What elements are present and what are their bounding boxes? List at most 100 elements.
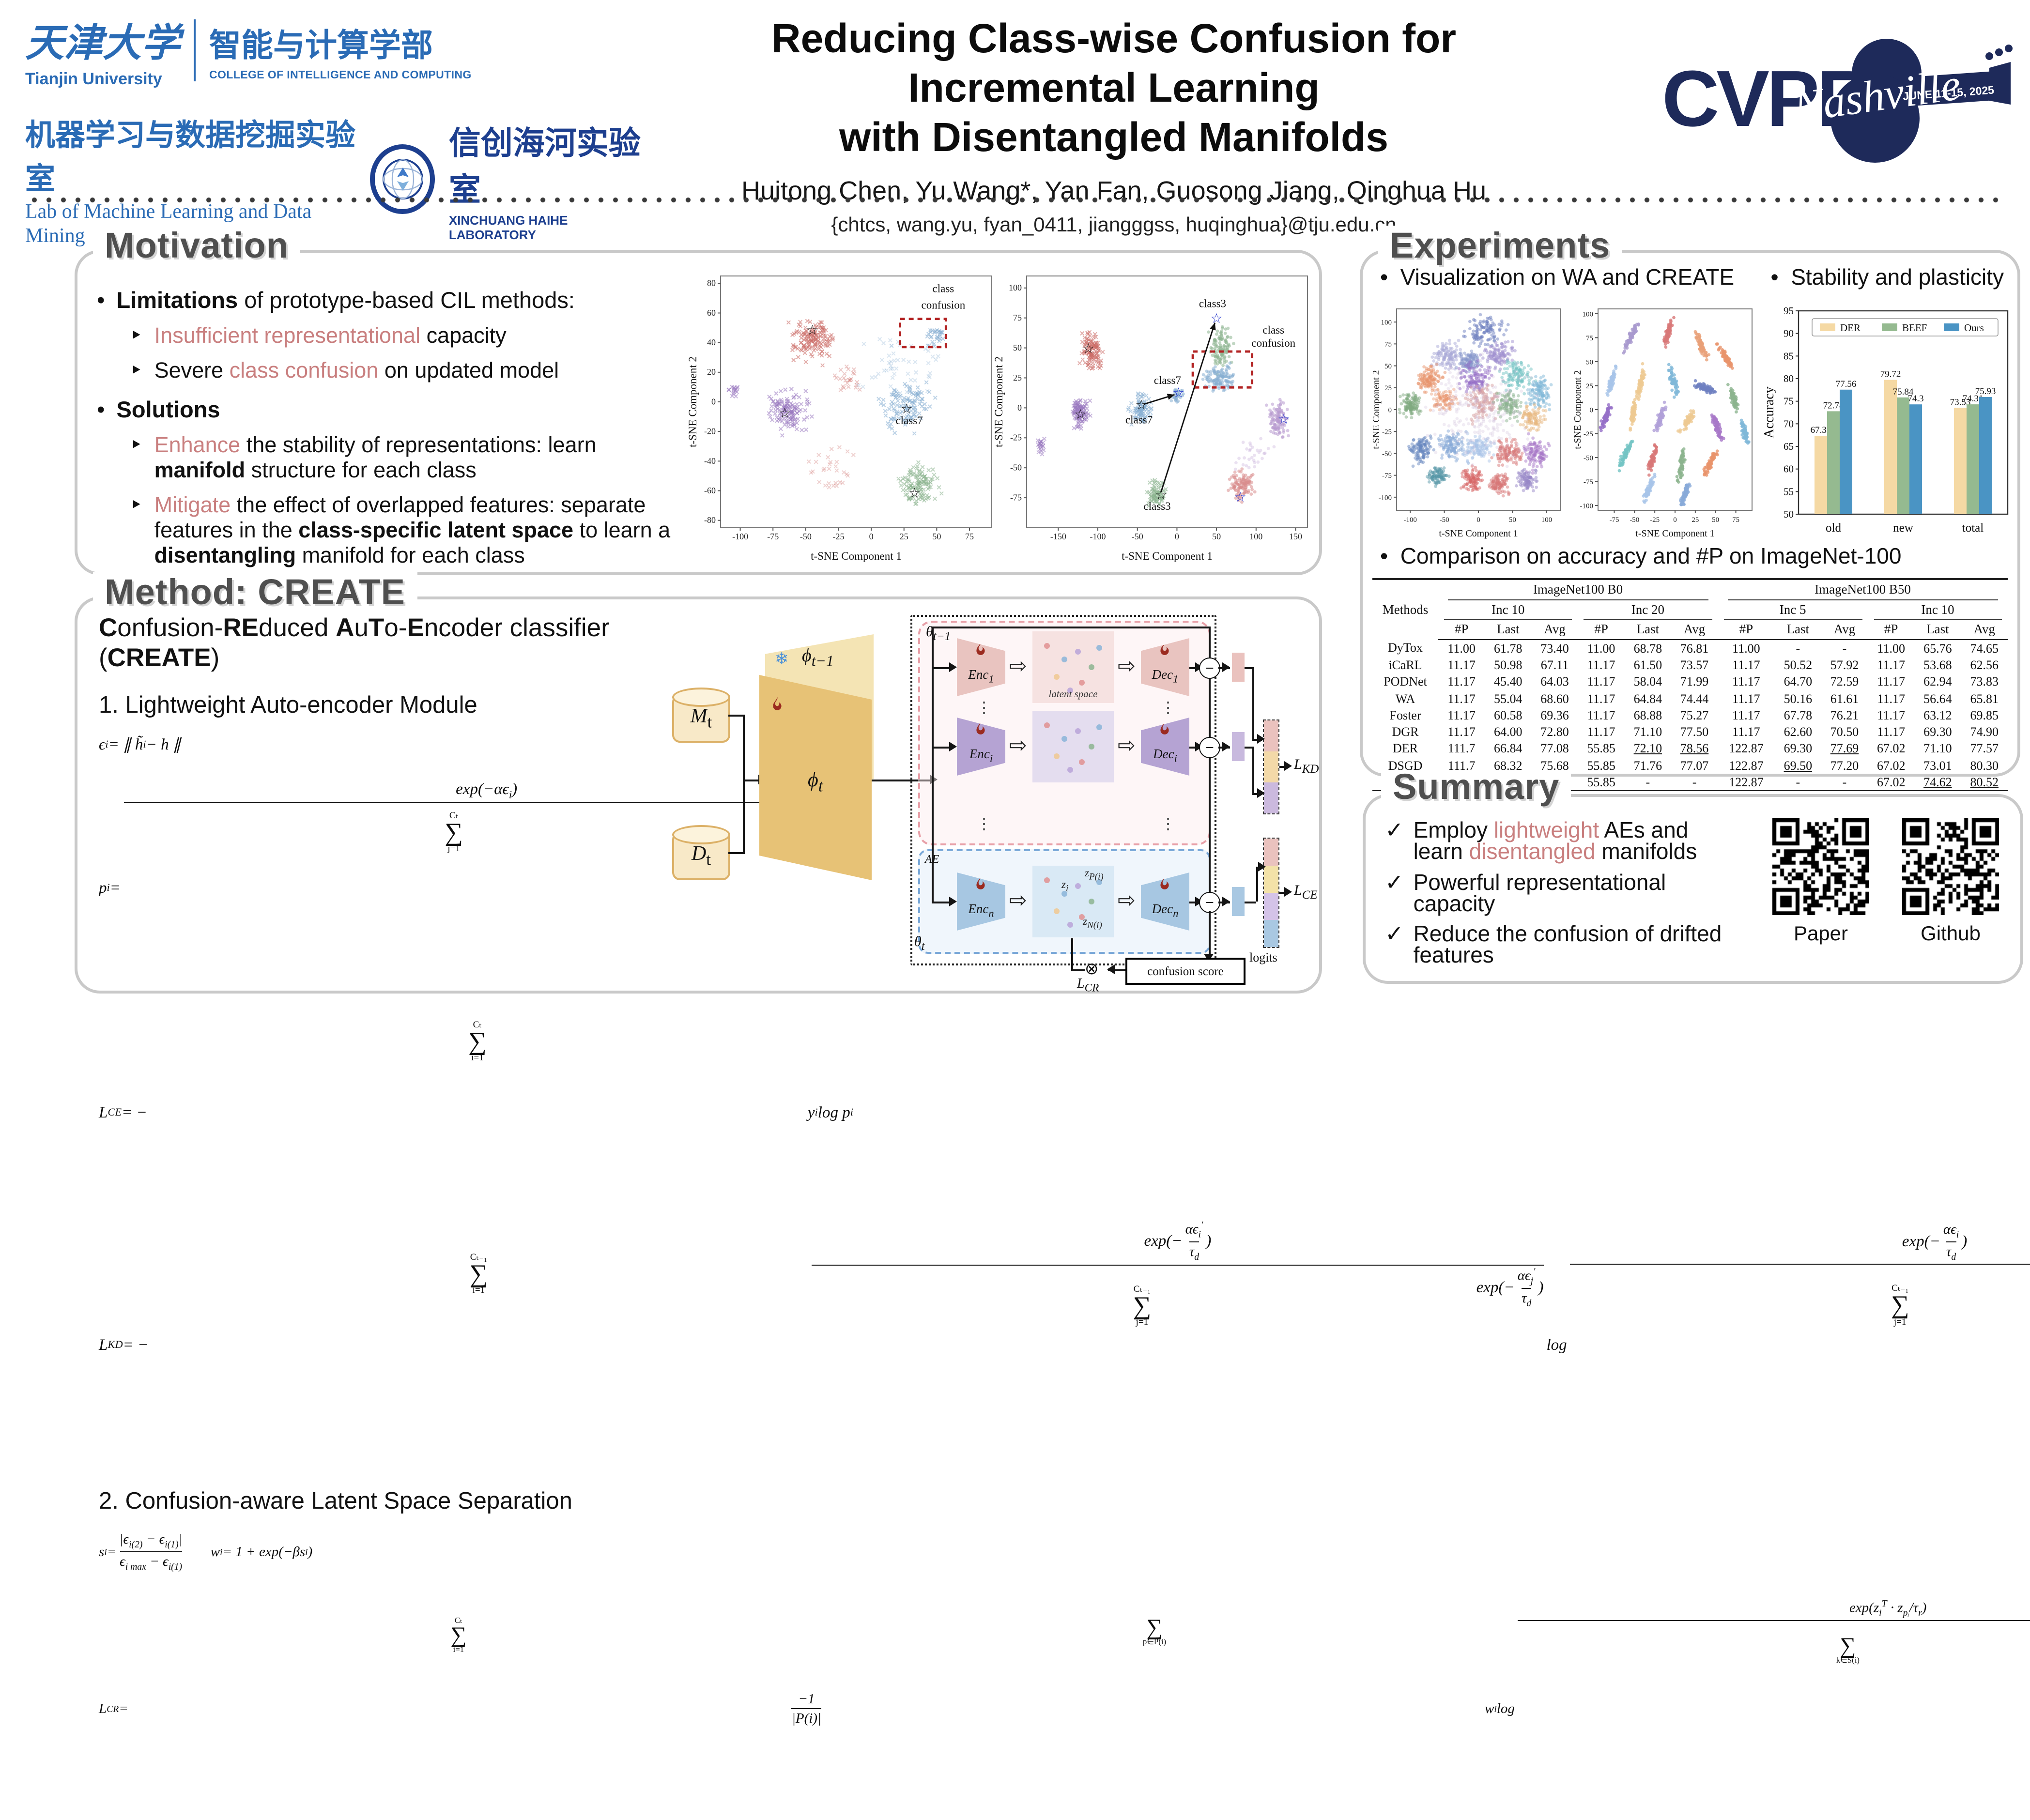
table-cell: 122.87 bbox=[1718, 740, 1775, 757]
table-cell: 71.76 bbox=[1625, 757, 1671, 774]
table-cell: 67.02 bbox=[1868, 740, 1914, 757]
latent-dot bbox=[1044, 643, 1050, 649]
table-cell: 69.36 bbox=[1531, 707, 1578, 724]
vertical-dots: ⋮ bbox=[976, 698, 992, 718]
method-heading: Method: CREATE bbox=[93, 572, 417, 613]
vertical-dots: ⋮ bbox=[1160, 814, 1176, 834]
loss-ce-label: LCE bbox=[1294, 883, 1318, 902]
table-cell: 11.17 bbox=[1718, 657, 1775, 673]
table-cell: 77.57 bbox=[1961, 740, 2008, 757]
logit-segment bbox=[1264, 751, 1278, 782]
latent-dot bbox=[1089, 899, 1094, 904]
text-segment: onfusion- bbox=[117, 613, 223, 642]
decoder-label: Decn bbox=[1141, 902, 1189, 919]
table-cell: 73.40 bbox=[1531, 639, 1578, 657]
table-cell: 62.60 bbox=[1775, 723, 1821, 740]
bullet-text: Enhance the stability of representations… bbox=[154, 433, 688, 483]
table-subgroup-header: Inc 10 bbox=[1438, 600, 1578, 620]
svg-text:90: 90 bbox=[1784, 328, 1794, 339]
svg-text:25: 25 bbox=[1692, 516, 1699, 524]
method-text-column: Confusion-REduced AuTo-Encoder classifie… bbox=[99, 613, 665, 1820]
text-segment: disentangling bbox=[154, 543, 296, 567]
svg-text:-25: -25 bbox=[1010, 433, 1022, 443]
bullet-marker: • bbox=[97, 288, 105, 314]
hollow-arrow-icon: ⇨ bbox=[1118, 735, 1136, 756]
decoder-label: Dec1 bbox=[1141, 667, 1189, 685]
bullet-stability: • Stability and plasticity bbox=[1771, 264, 2004, 291]
poster-title-line1: Reducing Class-wise Confusion for Increm… bbox=[678, 14, 1550, 113]
latent-dot bbox=[1089, 664, 1094, 670]
connector-line bbox=[743, 715, 745, 854]
residual-bar bbox=[1232, 887, 1245, 916]
latent-space-caption: latent space bbox=[1032, 689, 1114, 700]
table-cell: 69.50 bbox=[1775, 757, 1821, 774]
text-segment: Powerful representational capacity bbox=[1414, 869, 1666, 916]
connector-line bbox=[1252, 667, 1254, 739]
text-segment: of prototype-based CIL methods: bbox=[238, 288, 575, 313]
svg-text:class7: class7 bbox=[1154, 374, 1181, 386]
table-cell: 55.85 bbox=[1578, 740, 1625, 757]
haihe-lab-name-cn: 信创海河实验室 bbox=[449, 117, 655, 210]
svg-text:confusion: confusion bbox=[1252, 337, 1296, 349]
table-cell: 76.21 bbox=[1821, 707, 1868, 724]
experiments-section: Experiments • Visualization on WA and CR… bbox=[1360, 250, 2020, 777]
motivation-bullet: • Limitations of prototype-based CIL meth… bbox=[97, 288, 688, 314]
table-cell: 74.44 bbox=[1671, 690, 1718, 707]
table-cell: 11.17 bbox=[1718, 673, 1775, 690]
text-segment: structure for each class bbox=[245, 458, 477, 482]
table-cell: 55.04 bbox=[1485, 690, 1531, 707]
latent-dot bbox=[1067, 922, 1073, 928]
bullet-comparison: • Comparison on accuracy and #P on Image… bbox=[1380, 543, 1901, 569]
text-segment: disentangled bbox=[1469, 839, 1596, 864]
encoder-label: Enci bbox=[957, 747, 1005, 765]
latent-space-panel: latent space bbox=[1032, 631, 1114, 703]
table-cell: 64.00 bbox=[1485, 723, 1531, 740]
svg-text:☆: ☆ bbox=[1278, 412, 1290, 427]
flame-icon bbox=[771, 696, 784, 711]
svg-text:-100: -100 bbox=[1379, 494, 1392, 502]
checkmark-icon: ✓ bbox=[1385, 820, 1404, 862]
table-column-header: Last bbox=[1775, 620, 1821, 639]
hollow-arrow-icon: ⇨ bbox=[1009, 735, 1027, 756]
table-cell: 69.30 bbox=[1914, 723, 1961, 740]
bullet-text: Limitations of prototype-based CIL metho… bbox=[116, 288, 575, 314]
table-column-header: #P bbox=[1868, 620, 1914, 639]
connector-line bbox=[1245, 667, 1252, 669]
table-cell-method: PODNet bbox=[1372, 673, 1438, 690]
table-cell: 11.00 bbox=[1718, 639, 1775, 657]
college-logo: 智能与计算学部 COLLEGE OF INTELLIGENCE AND COMP… bbox=[209, 19, 472, 81]
table-cell: 11.17 bbox=[1718, 690, 1775, 707]
svg-text:0: 0 bbox=[869, 532, 874, 541]
table-cell-method: DyTox bbox=[1372, 639, 1438, 657]
connector-line bbox=[1245, 902, 1256, 903]
svg-text:50: 50 bbox=[1784, 508, 1794, 520]
logo-divider bbox=[194, 19, 196, 81]
table-cell: 11.00 bbox=[1438, 639, 1485, 657]
hollow-arrow-icon: ⇨ bbox=[1009, 890, 1027, 911]
affiliation-logos: 天津大学 Tianjin University 智能与计算学部 COLLEGE … bbox=[25, 12, 655, 248]
svg-text:50: 50 bbox=[1509, 516, 1516, 524]
svg-text:75: 75 bbox=[965, 532, 974, 541]
poster: 天津大学 Tianjin University 智能与计算学部 COLLEGE … bbox=[0, 0, 2030, 1015]
text-segment: Enhance bbox=[154, 433, 241, 457]
table-cell: - bbox=[1625, 774, 1671, 791]
svg-text:65: 65 bbox=[1784, 441, 1794, 452]
svg-text:-100: -100 bbox=[1580, 502, 1594, 510]
table-column-header: Last bbox=[1625, 620, 1671, 639]
svg-text:class7: class7 bbox=[896, 414, 923, 427]
dataset-cylinder: Dt bbox=[672, 832, 730, 880]
arrowhead-icon bbox=[1257, 734, 1270, 744]
text-segment: T bbox=[369, 613, 384, 642]
svg-text:t-SNE Component 1: t-SNE Component 1 bbox=[1635, 528, 1714, 539]
flame-icon bbox=[771, 696, 784, 716]
svg-text:-25: -25 bbox=[1584, 430, 1593, 438]
bullet-text: Severe class confusion on updated model bbox=[154, 358, 559, 383]
latent-dot bbox=[1054, 753, 1060, 759]
svg-text:-75: -75 bbox=[1584, 478, 1593, 486]
connector-line bbox=[932, 627, 1210, 628]
bullet-text: Solutions bbox=[116, 397, 220, 423]
